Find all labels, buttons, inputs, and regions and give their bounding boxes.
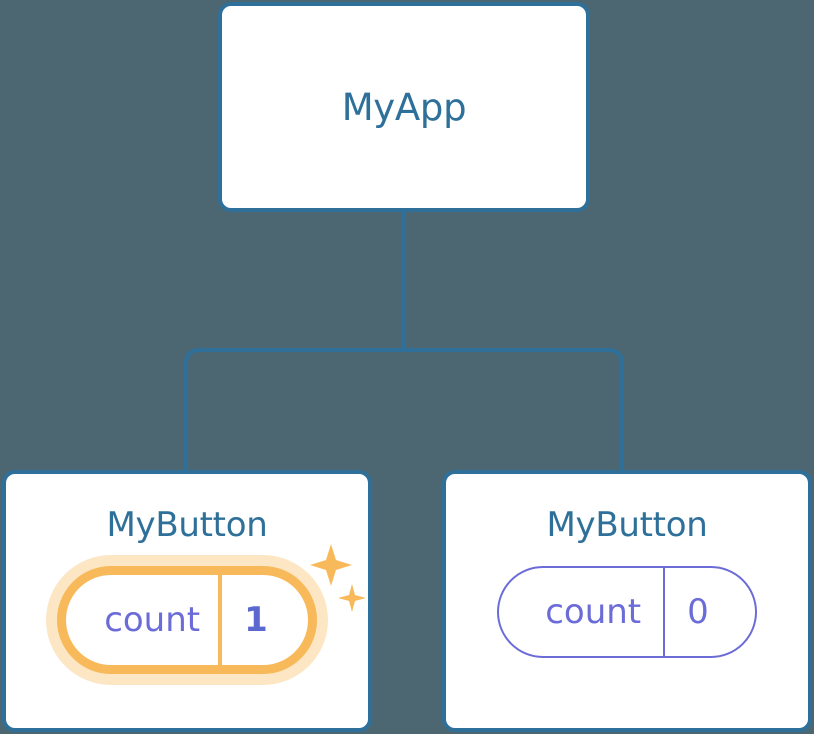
node-mybutton-2[interactable]: MyButton count 0: [442, 470, 812, 732]
sparkle-icon-small: [337, 584, 366, 612]
state-key-2: count: [545, 592, 642, 632]
state-pill-1[interactable]: count 1: [57, 566, 317, 674]
state-pill-wrap-1: count 1: [57, 544, 366, 674]
state-value-2: 0: [687, 592, 709, 632]
node-myapp-title: MyApp: [341, 85, 467, 129]
node-mybutton-1-title: MyButton: [106, 505, 268, 545]
sparkle-icon-large: [309, 544, 352, 586]
connector-bus: [184, 348, 624, 474]
state-key-1: count: [104, 600, 201, 640]
node-myapp[interactable]: MyApp: [218, 2, 590, 212]
state-pill-wrap-2: count 0: [497, 566, 757, 658]
state-pill-2[interactable]: count 0: [497, 566, 757, 658]
state-pill-divider-1: [218, 575, 223, 665]
state-value-1: 1: [244, 600, 268, 640]
node-mybutton-1[interactable]: MyButton count 1: [2, 470, 372, 732]
node-mybutton-2-title: MyButton: [546, 505, 708, 545]
state-pill-divider-2: [663, 568, 666, 656]
sparkle-icon-group: [309, 544, 366, 612]
